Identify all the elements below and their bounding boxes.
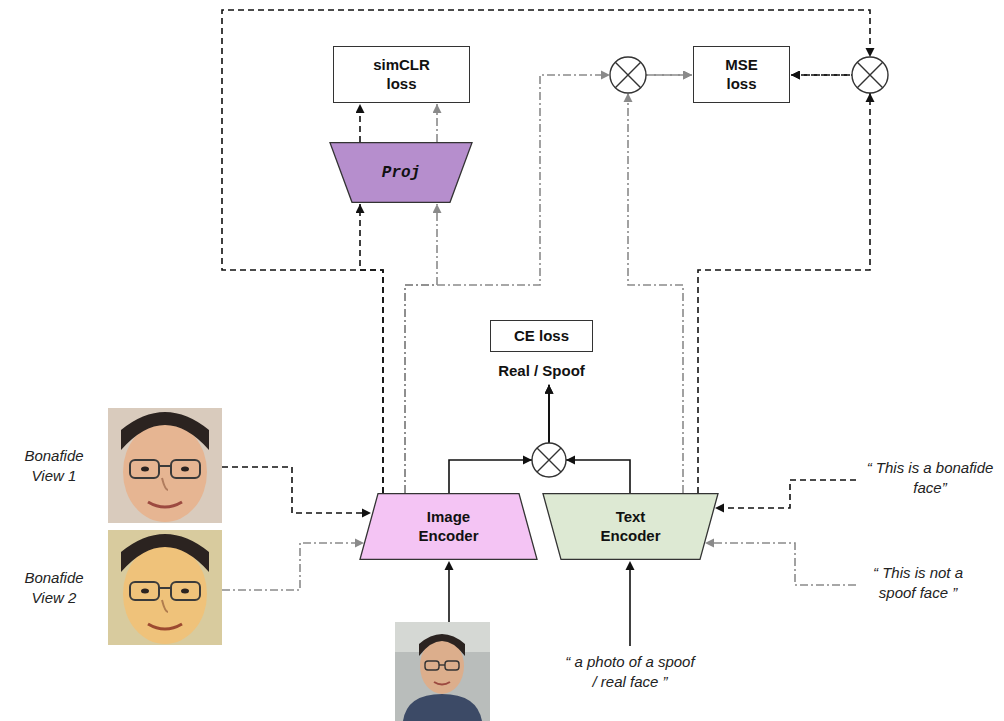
- connector: [698, 75, 870, 493]
- loss-box: CE lossReal / Spoof: [480, 320, 603, 381]
- input-arrow: [714, 543, 856, 585]
- arrow-head: [626, 561, 635, 570]
- encoder-block: Image Encoder: [360, 493, 537, 560]
- loss-box: MSE loss: [693, 46, 790, 103]
- output-line: [548, 392, 550, 443]
- input-caption: “ This is a bonafide face”: [860, 458, 1000, 497]
- arrow-head: [705, 539, 714, 548]
- connector: [628, 75, 692, 493]
- input-caption: “ a photo of a spoof / real face ”: [562, 652, 698, 691]
- loss-box: simCLR loss: [333, 46, 470, 103]
- face-photo: [395, 622, 490, 721]
- box-label: Image Encoder: [399, 508, 499, 546]
- connector: [405, 75, 692, 493]
- multiply-symbol: [601, 57, 646, 102]
- output-label: Real / Spoof: [498, 362, 585, 381]
- connector: [436, 104, 438, 142]
- connector: [449, 385, 549, 493]
- connector: [405, 204, 437, 493]
- input-arrow: [724, 480, 856, 508]
- arrow-head: [362, 509, 371, 518]
- arrow-head: [715, 504, 724, 513]
- trapezoid-shape: [360, 494, 537, 560]
- input-arrow: [448, 570, 450, 622]
- loss-box-outline: CE loss: [490, 320, 593, 352]
- projection-head: Proj: [330, 142, 472, 203]
- input-arrow: [222, 543, 356, 590]
- connector: [360, 204, 383, 493]
- trapezoid-shape: [543, 494, 718, 560]
- box-label: CE loss: [514, 327, 569, 346]
- box-label: simCLR loss: [362, 56, 442, 94]
- input-arrow: [222, 467, 363, 513]
- face-photo: [108, 530, 222, 645]
- multiply-symbol: [523, 443, 575, 477]
- input-arrow: [629, 570, 631, 646]
- connector: [549, 385, 630, 493]
- arrow-head: [355, 539, 364, 548]
- encoder-block: Text Encoder: [543, 493, 718, 560]
- connector: [359, 104, 361, 142]
- box-label: MSE loss: [712, 56, 772, 94]
- trapezoid-shape: [330, 143, 472, 203]
- input-caption: Bonafide View 1: [10, 446, 98, 485]
- arrow-head: [445, 561, 454, 570]
- connector: [222, 10, 870, 493]
- box-label: Proj: [382, 163, 420, 183]
- multiply-symbol: [852, 48, 888, 102]
- box-label: Text Encoder: [586, 508, 676, 546]
- face-photo: [108, 408, 222, 523]
- input-caption: “ This is not a spoof face ”: [862, 563, 974, 602]
- input-caption: Bonafide View 2: [10, 568, 98, 607]
